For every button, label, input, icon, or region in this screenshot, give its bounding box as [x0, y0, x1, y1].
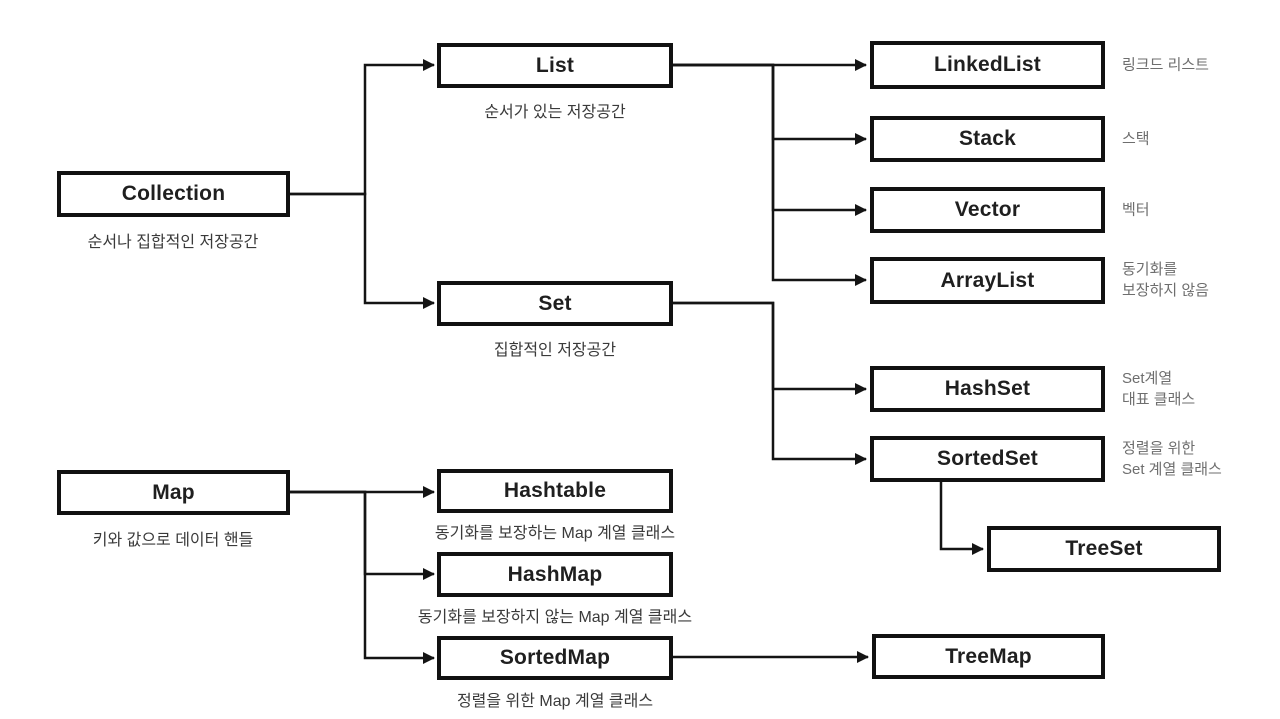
node-list-label: List: [535, 53, 575, 77]
node-treeset: TreeSet: [987, 526, 1221, 572]
node-arraylist: ArrayList: [870, 257, 1105, 304]
edge-list-vector: [673, 63, 867, 216]
node-sortedset: SortedSet: [870, 436, 1105, 482]
node-hashmap-label: HashMap: [507, 562, 603, 586]
node-hashset-label: HashSet: [944, 377, 1031, 400]
caption-list: 순서가 있는 저장공간: [484, 104, 626, 121]
note-hashset: Set계열 대표 클래스: [1122, 370, 1196, 408]
node-set-label: Set: [538, 291, 572, 315]
caption-hashtable: 동기화를 보장하는 Map 계열 클래스: [434, 525, 676, 542]
node-stack: Stack: [870, 116, 1105, 162]
node-sortedset-label: SortedSet: [937, 447, 1038, 470]
caption-sortedmap: 정렬을 위한 Map 계열 클래스: [456, 693, 654, 710]
node-treeset-label: TreeSet: [1065, 537, 1143, 560]
caption-collection: 순서나 집합적인 저장공간: [87, 234, 259, 251]
note-stack: 스택: [1122, 130, 1150, 148]
node-stack-label: Stack: [958, 127, 1017, 150]
node-vector: Vector: [870, 187, 1105, 233]
node-treemap: TreeMap: [872, 634, 1105, 679]
edge-set-sortedset: [673, 301, 867, 465]
note-vector: 벡터: [1122, 201, 1150, 219]
node-hashtable-label: Hashtable: [503, 479, 607, 502]
node-set: Set: [437, 281, 673, 326]
node-arraylist-label: ArrayList: [940, 268, 1035, 292]
node-map: Map: [57, 470, 290, 515]
edge-map-sortedmap: [290, 490, 435, 664]
node-vector-label: Vector: [954, 198, 1021, 221]
note-arraylist: 동기화를 보장하지 않음: [1122, 261, 1209, 299]
caption-hashmap: 동기화를 보장하지 않는 Map 계열 클래스: [417, 609, 693, 626]
node-collection-label: Collection: [121, 182, 226, 205]
node-hashtable: Hashtable: [437, 469, 673, 513]
node-sortedmap: SortedMap: [437, 636, 673, 680]
node-list: List: [437, 43, 673, 88]
note-sortedset: 정렬을 위한 Set 계열 클래스: [1122, 440, 1222, 478]
note-linkedlist: 링크드 리스트: [1122, 56, 1209, 74]
node-linkedlist-label: LinkedList: [933, 53, 1041, 76]
edge-collection-list: [290, 59, 435, 196]
node-treemap-label: TreeMap: [945, 644, 1032, 668]
node-collection: Collection: [57, 171, 290, 217]
node-hashset: HashSet: [870, 366, 1105, 412]
caption-set: 집합적인 저장공간: [493, 342, 617, 359]
edge-sortedset-treeset: [939, 482, 984, 555]
caption-map: 키와 값으로 데이터 핸들: [92, 532, 254, 549]
node-map-label: Map: [152, 480, 195, 504]
node-hashmap: HashMap: [437, 552, 673, 597]
node-sortedmap-label: SortedMap: [499, 646, 611, 669]
node-linkedlist: LinkedList: [870, 41, 1105, 89]
